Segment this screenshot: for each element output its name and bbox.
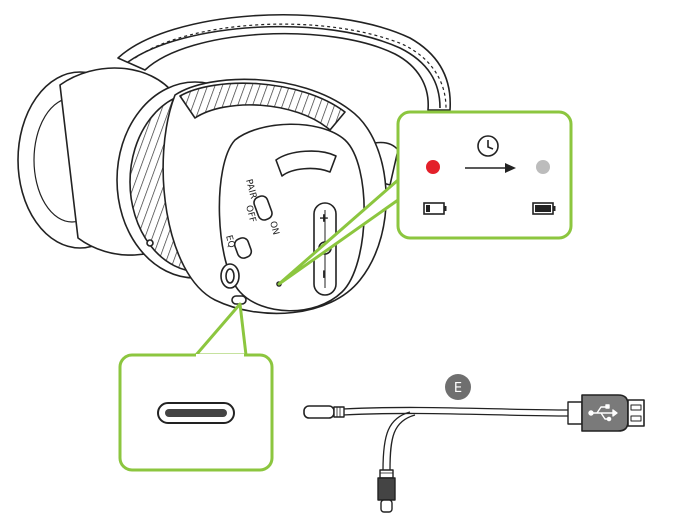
eq-button[interactable] [233,236,253,260]
ear-cup-faceplate [218,123,365,312]
led-red-indicator [426,160,440,174]
headphone-illustration [17,14,451,315]
label-pair: PAIR [243,178,258,200]
cable-label-badge: E [445,374,471,400]
power-switch[interactable] [252,194,273,221]
label-eq: EQ [223,234,236,249]
cable-wire-branch [382,411,411,471]
headphone-labels: PAIR OFF ON EQ + − [223,178,331,279]
callout-box-top [396,110,573,240]
usb-icon [588,404,618,422]
clock-icon [477,135,499,157]
headband [117,14,451,111]
right-ear-cup-ribs [179,82,346,131]
battery-full-icon [532,202,556,215]
headband-stitch [134,23,447,109]
cable-wire-main [342,406,571,411]
led-grey-indicator [536,160,550,174]
arrow-right-icon [465,163,516,173]
headband-inner [127,25,441,109]
battery-low-icon [423,202,447,215]
charging-indicator-callout [277,110,573,286]
label-on: ON [267,220,280,236]
usb-cable [303,394,645,513]
usb-c-port-on-cup [231,295,247,305]
usb-c-port-icon [157,402,235,424]
callout-pointer-bottom [194,302,248,357]
aux-jack-inner [225,268,235,284]
usb-port-callout [118,302,274,472]
mic-hole [146,239,154,247]
label-off: OFF [243,204,257,223]
label-plus: + [317,213,331,223]
label-minus: − [317,269,331,279]
usb-c-plug-icon [303,405,345,419]
usb-c-plug-bottom-icon [377,469,396,513]
ear-cup-slot [275,150,337,177]
cable-label: E [454,381,462,396]
